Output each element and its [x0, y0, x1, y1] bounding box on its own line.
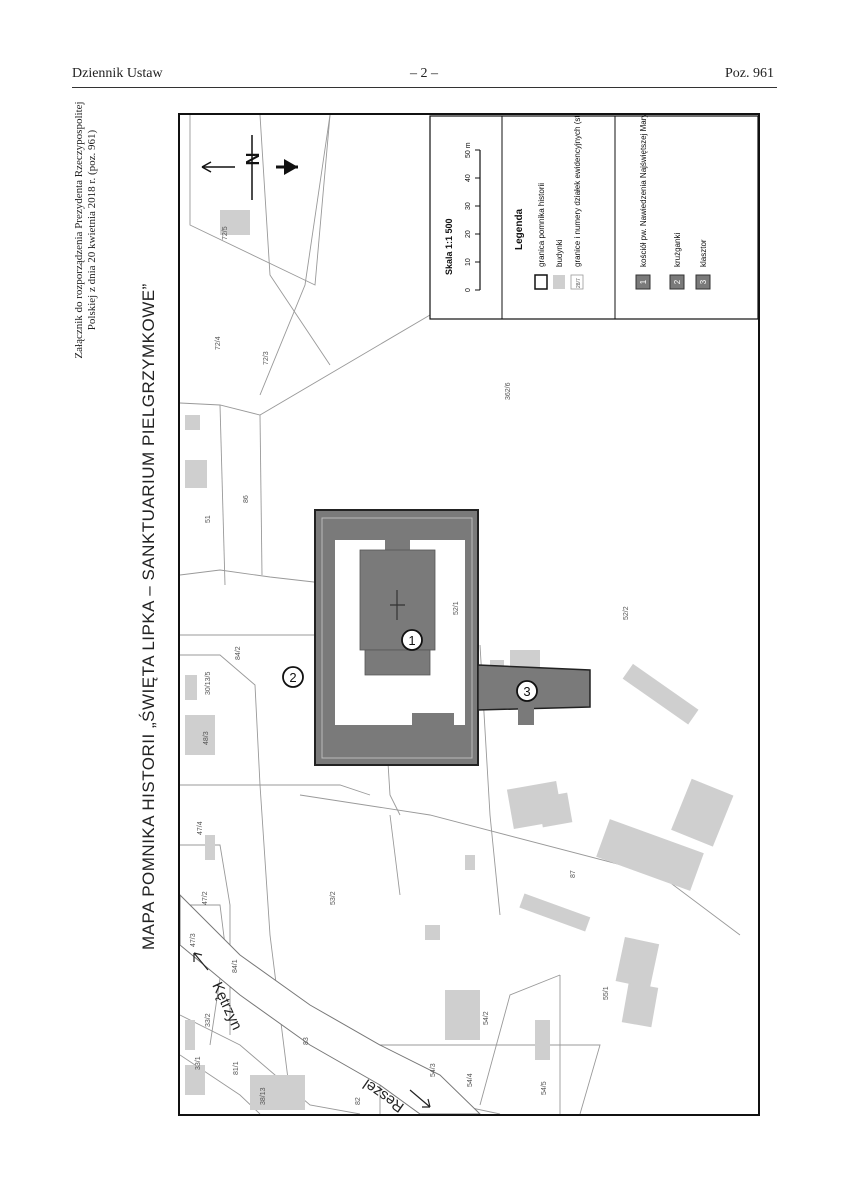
- parcel-label: 52/2: [623, 606, 630, 620]
- parcel-label: 87: [570, 870, 577, 878]
- parcel-label: 53/2: [330, 891, 337, 905]
- legend-object-label: kościół pw. Nawiedzenia Najświętszej Mar…: [639, 115, 648, 267]
- parcel-label: 54/2: [483, 1011, 490, 1025]
- parcel-label: 47/2: [202, 891, 209, 905]
- parcel-label: 72/5: [222, 226, 229, 240]
- north-arrow: N: [201, 135, 298, 200]
- parcel-label: 54/4: [467, 1073, 474, 1087]
- parcel-label: 52/1: [453, 601, 460, 615]
- legend-object-num: 1: [639, 279, 648, 284]
- parcel-label: 72/3: [263, 351, 270, 365]
- legend-object-label: krużganki: [673, 233, 682, 267]
- parcel-label: 82: [355, 1097, 362, 1105]
- legend-item-label: granica pomnika historii: [537, 183, 546, 267]
- scale-tick: 30: [465, 202, 472, 210]
- object-markers: 1 2 3: [282, 629, 538, 702]
- parcel-label: 86: [243, 495, 250, 503]
- parcel-label: 48/3: [203, 731, 210, 745]
- legend-swatch-building: [553, 275, 565, 289]
- parcel-label: 51: [205, 515, 212, 523]
- scale-tick: 50 m: [465, 142, 472, 158]
- legend-object-swatch-1: [635, 274, 651, 290]
- scale-label: Skala 1:1 500: [444, 218, 454, 275]
- parcel-label: 30/13/5: [205, 672, 212, 695]
- parcel-labels: 72/5 72/4 72/3 362/6 51 86 52/1 52/2 30/…: [190, 226, 630, 1105]
- legend-object-num: 3: [699, 279, 708, 284]
- scale-tick: 20: [465, 230, 472, 238]
- parcel-label: 54/3: [430, 1063, 437, 1077]
- legend-item-label: budynki: [555, 239, 564, 267]
- parcel-label: 47/4: [197, 821, 204, 835]
- page-number: – 2 –: [410, 66, 438, 81]
- legend-swatch-parcel-number: 28/7: [576, 278, 582, 288]
- arrow-ketrzyn-icon: [193, 952, 209, 971]
- marker-2-label: 2: [289, 670, 296, 685]
- legend-object-num: 2: [673, 279, 682, 284]
- parcel-label: 72/4: [215, 336, 222, 350]
- buildings: [185, 210, 734, 1110]
- parcel-label: 33/2: [205, 1013, 212, 1027]
- legend-object-label: klasztor: [699, 239, 708, 267]
- parcel-label: 47/3: [190, 933, 197, 947]
- legend-object-swatch-2: [669, 274, 685, 290]
- scale-tick: 40: [465, 174, 472, 182]
- map-canvas: 1 2 3 72/5 72/4 72/3 362/6 51 86 52/1 52…: [180, 115, 758, 1114]
- parcel-label: 38/13: [260, 1087, 267, 1105]
- map-frame: 1 2 3 72/5 72/4 72/3 362/6 51 86 52/1 52…: [178, 113, 760, 1116]
- scale-tick: 0: [465, 288, 472, 292]
- parcel-label: 81/1: [233, 1061, 240, 1075]
- compass-letter: N: [243, 153, 263, 166]
- journal-name: Dziennik Ustaw: [72, 66, 163, 81]
- parcel-label: 84/1: [232, 959, 239, 973]
- marker-1-label: 1: [408, 633, 415, 648]
- legend-box: Skala 1:1 500 0 10 20 30 40 50 m Legenda…: [429, 115, 758, 320]
- attachment-note: Załącznik do rozporządzenia Prezydenta R…: [73, 85, 99, 375]
- marker-3-label: 3: [523, 684, 530, 699]
- parcel-label: 362/6: [505, 382, 512, 400]
- position-number: Poz. 961: [725, 66, 774, 81]
- sanctuary-complex: [314, 509, 591, 766]
- attachment-line-2: Polskiej z dnia 20 kwietnia 2018 r. (poz…: [86, 129, 98, 331]
- road-reszel: [180, 894, 481, 1114]
- north-arrow-icon: [284, 159, 298, 175]
- attachment-line-1: Załącznik do rozporządzenia Prezydenta R…: [73, 101, 85, 359]
- marker-3: [516, 680, 538, 702]
- legend-object-swatch-3: [695, 274, 711, 290]
- parcel-label: 83: [303, 1037, 310, 1045]
- header-rule: [72, 87, 777, 88]
- arrow-reszel-icon: [409, 1089, 431, 1108]
- parcel-label: 55/1: [603, 986, 610, 1000]
- marker-2: [282, 666, 304, 688]
- scale-tick: 10: [465, 258, 472, 266]
- legend-swatch-parcel: [570, 274, 584, 290]
- legend-title: Legenda: [514, 208, 525, 250]
- marker-1: [401, 629, 423, 651]
- map-title: MAPA POMNIKA HISTORII „ŚWIĘTA LIPKA – SA…: [139, 283, 158, 950]
- parcel-label: 54/5: [541, 1081, 548, 1095]
- legend-item-label: granice i numery działek ewidencyjnych (…: [573, 115, 582, 267]
- parcel-label: 84/2: [235, 646, 242, 660]
- legend-swatch-boundary: [534, 274, 548, 290]
- parcel-label: 33/1: [195, 1056, 202, 1070]
